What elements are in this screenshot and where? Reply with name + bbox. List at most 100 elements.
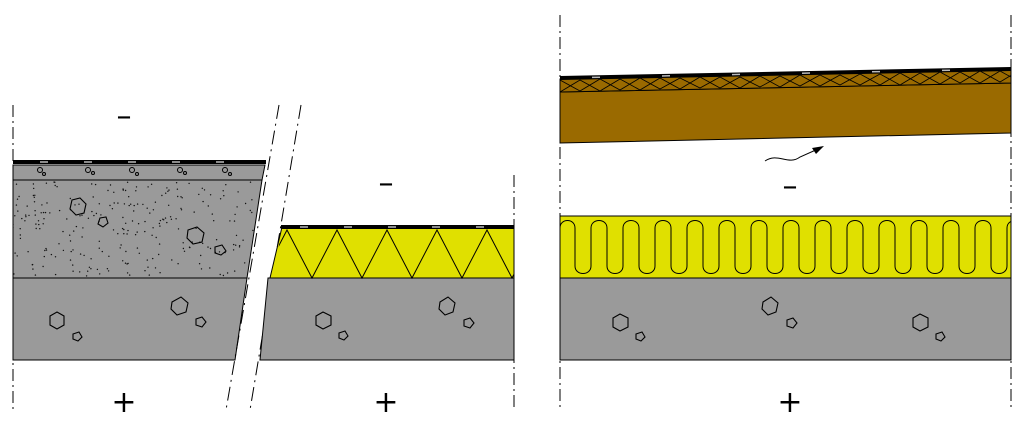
screed-speckle	[62, 230, 64, 233]
screed-speckle	[54, 273, 57, 276]
screed-speckle	[19, 234, 21, 236]
screed-speckle	[109, 184, 112, 186]
screed-speckle	[180, 207, 182, 210]
screed-speckle	[244, 202, 247, 205]
airflow-arrow	[764, 146, 824, 162]
screed-speckle	[169, 216, 172, 218]
screed-speckle	[135, 190, 137, 192]
screed-speckle	[95, 212, 98, 215]
middle-bottom-plus: +	[373, 385, 398, 420]
screed-speckle	[119, 247, 121, 249]
screed-speckle	[16, 198, 19, 200]
screed-speckle	[242, 239, 244, 241]
screed-speckle	[122, 216, 124, 219]
screed-speckle	[83, 254, 85, 257]
screed-speckle	[215, 239, 218, 241]
screed-speckle	[100, 214, 102, 216]
screed-speckle	[238, 246, 241, 248]
screed-speckle	[133, 210, 135, 212]
screed-speckle	[175, 182, 178, 184]
screed-speckle	[253, 256, 256, 258]
screed-speckle	[117, 202, 119, 204]
screed-speckle	[211, 213, 213, 215]
screed-speckle	[39, 228, 41, 230]
left-panel: – +	[12, 99, 266, 420]
screed-speckle	[237, 191, 239, 193]
screed-speckle	[125, 250, 127, 253]
screed-speckle	[149, 212, 151, 214]
screed-speckle	[159, 225, 161, 227]
screed-speckle	[166, 187, 168, 189]
screed-speckle	[17, 210, 19, 212]
screed-speckle	[165, 192, 167, 194]
screed-speckle	[70, 250, 72, 253]
screed-speckle	[161, 194, 163, 197]
screed-speckle	[234, 213, 236, 216]
left-pebbles	[37, 167, 232, 176]
screed-speckle	[34, 214, 36, 216]
screed-speckle	[209, 267, 211, 269]
right-panel: – +	[559, 15, 1012, 420]
screed-speckle	[82, 227, 84, 229]
screed-speckle	[69, 240, 72, 242]
screed-speckle	[45, 182, 48, 184]
screed-speckle	[249, 181, 252, 183]
screed-speckle	[146, 207, 148, 209]
screed-speckle	[32, 183, 35, 185]
screed-speckle	[79, 215, 81, 217]
screed-speckle	[202, 242, 204, 245]
screed-speckle	[218, 251, 221, 253]
screed-speckle	[182, 247, 185, 250]
right-insulation-layer	[559, 215, 1012, 279]
screed-speckle	[42, 223, 44, 225]
screed-speckle	[181, 197, 183, 199]
left-screed-texture	[13, 181, 257, 277]
screed-speckle	[175, 218, 177, 220]
left-gravel-layer	[12, 164, 266, 181]
screed-speckle	[44, 211, 47, 214]
screed-speckle	[19, 237, 22, 240]
screed-speckle	[72, 264, 74, 266]
screed-speckle	[122, 260, 124, 262]
screed-speckle	[209, 247, 212, 250]
left-bottom-plus: +	[111, 385, 136, 420]
screed-speckle	[203, 189, 206, 191]
screed-speckle	[233, 243, 235, 246]
screed-speckle	[78, 203, 80, 205]
screed-speckle	[198, 263, 201, 265]
screed-speckle	[135, 186, 138, 188]
screed-speckle	[98, 240, 101, 242]
screed-speckle	[229, 220, 231, 222]
middle-concrete-slab	[259, 277, 515, 361]
left-concrete-slab	[12, 277, 248, 361]
screed-speckle	[96, 268, 99, 271]
screed-speckle	[126, 233, 128, 235]
screed-speckle	[18, 195, 20, 198]
screed-speckle	[180, 209, 183, 211]
screed-speckle	[45, 247, 47, 250]
screed-speckle	[112, 229, 115, 231]
screed-speckle	[219, 273, 221, 276]
screed-speckle	[101, 250, 104, 253]
screed-speckle	[226, 272, 229, 274]
screed-speckle	[91, 183, 93, 185]
screed-speckle	[158, 222, 161, 225]
screed-speckle	[164, 217, 167, 219]
screed-speckle	[152, 209, 155, 211]
screed-speckle	[144, 270, 146, 272]
screed-speckle	[148, 274, 150, 276]
screed-speckle	[54, 184, 56, 187]
screed-speckle	[182, 242, 184, 244]
screed-speckle	[117, 233, 119, 235]
screed-speckle	[233, 220, 236, 222]
screed-speckle	[28, 214, 30, 217]
screed-speckle	[56, 186, 58, 188]
screed-speckle	[45, 249, 48, 251]
screed-speckle	[14, 252, 16, 254]
screed-speckle	[176, 188, 179, 190]
screed-speckle	[113, 202, 115, 204]
screed-speckle	[254, 265, 256, 267]
screed-speckle	[72, 249, 74, 251]
screed-speckle	[183, 250, 186, 252]
